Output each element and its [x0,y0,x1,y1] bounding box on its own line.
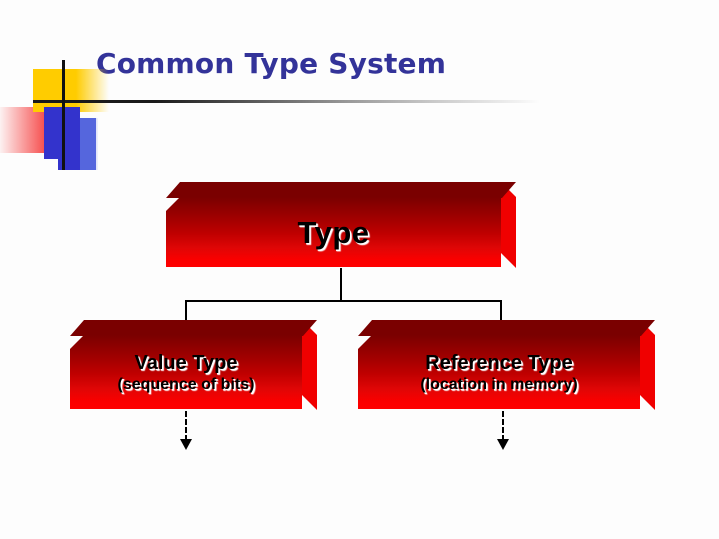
box-top-face [358,320,655,336]
arrow-head [180,439,192,450]
node-box-reference-type[interactable]: Reference Type (location in memory) [358,320,655,410]
connector-stem [340,268,342,301]
node-box-type[interactable]: Type [166,182,516,268]
box-top-face [166,182,516,198]
connector-horizontal [185,300,502,302]
box-top-face [70,320,317,336]
deco-horizontal-rule [33,100,540,103]
deco-horizontal-rule-dark [33,100,78,103]
arrow-shaft [185,411,187,441]
box-front-face [70,335,302,410]
box-side-face [501,182,516,268]
box-side-face [302,320,317,410]
deco-vertical-rule [62,60,65,170]
arrow-shaft [502,411,504,441]
box-front-face [166,197,501,268]
page-title: Common Type System [96,47,447,80]
connector-drop-left [185,300,187,321]
deco-yellow-gradient-shape [76,69,109,112]
deco-blue-gradient-solid [80,118,96,170]
arrow-head [497,439,509,450]
decorative-graphic [0,60,560,175]
node-box-value-type[interactable]: Value Type (sequence of bits) [70,320,317,410]
box-side-face [640,320,655,410]
deco-yellow-square [33,69,76,112]
box-front-face [358,335,640,410]
connector-drop-right [500,300,502,321]
